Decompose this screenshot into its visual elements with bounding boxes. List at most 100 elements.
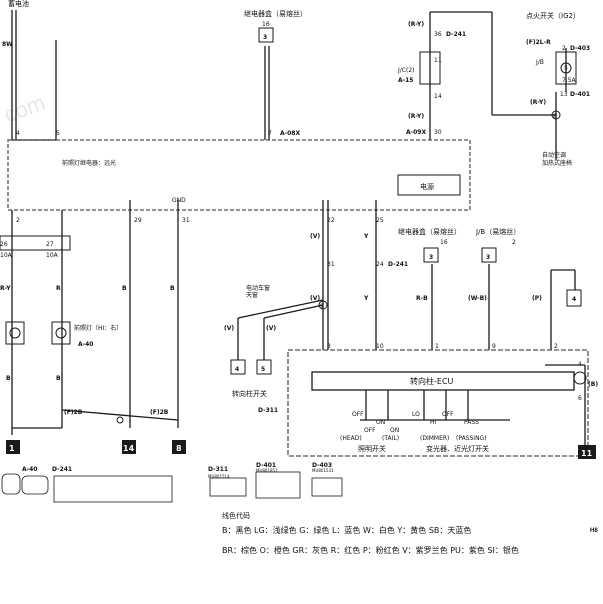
fusebox-top-num: 16 <box>262 21 270 28</box>
fuse-7-5a: 7.5A <box>562 77 577 84</box>
head-label: (HEAD) <box>340 435 362 442</box>
pin-10: 10 <box>376 343 384 350</box>
pin-36: 36 <box>434 31 442 38</box>
pin-4-small: 4 <box>235 366 239 373</box>
conn-2b-2: (F)2B <box>150 409 169 416</box>
jb-label: J/B <box>535 59 544 66</box>
fusebox-top-label: 继电器盒（易熔丝） <box>244 9 307 18</box>
wire-ry-ig: (R-Y) <box>530 99 546 106</box>
tail-label: (TAIL) <box>382 435 399 442</box>
gnd-label: GND <box>172 197 186 204</box>
amp-10a-1: 10A <box>0 252 13 259</box>
pin-1: 1 <box>435 343 439 350</box>
ground-11: 11 <box>581 449 593 458</box>
light-switch: 照明开关 <box>358 444 386 453</box>
conn-d311: D-311 <box>258 407 278 414</box>
elec-mirror: 电动车窗 <box>246 284 270 292</box>
passing-label: (PASSING) <box>456 435 487 442</box>
thumb-mu1: MU801514 <box>208 474 230 479</box>
wire-b1: B <box>6 375 11 382</box>
pin-4: 4 <box>16 130 20 137</box>
wire-8w: 8W <box>2 41 13 48</box>
thumb-d311: D-311 <box>208 466 228 473</box>
wire-y1: Y <box>363 233 369 240</box>
node-9: 9 <box>320 303 324 310</box>
wire-y2: Y <box>363 295 369 302</box>
sw-hi: HI <box>430 419 437 426</box>
wire-b3: B <box>122 285 127 292</box>
conn-4-right: 4 <box>572 296 576 303</box>
pin-2-left: 2 <box>16 217 20 224</box>
sw-off3: OFF <box>442 411 454 418</box>
pin-31b: 31 <box>327 261 335 268</box>
dimmer-switch: 变光器、近光灯开关 <box>426 444 489 453</box>
wire-v3: (V) <box>224 325 234 332</box>
sw-on2: ON <box>390 427 399 434</box>
headlamp-hi-right: 前照灯（HI：右） <box>74 324 122 332</box>
ground-14: 14 <box>123 444 135 453</box>
conn-d241-b: D-241 <box>388 261 408 268</box>
jb-mid-pin: 3 <box>486 254 490 261</box>
pin-26: 26 <box>0 241 8 248</box>
amp-10a-2: 10A <box>46 252 59 259</box>
texts: 蓄电池 8W 继电器盒（易熔丝） 16 3 7 A-08X 4 5 前照灯继电器… <box>0 0 598 479</box>
thumb-mu2: MU801857 <box>256 468 278 473</box>
ground-1: 1 <box>9 444 15 453</box>
ecu-label: 转向柱-ECU <box>410 376 454 386</box>
node-8: 8 <box>553 113 557 120</box>
pin-25: 25 <box>376 217 384 224</box>
conn-a09x: A-09X <box>406 129 426 136</box>
pin-2-ecu: 2 <box>554 343 558 350</box>
fusebox-top-pin: 3 <box>263 34 267 41</box>
legend-row-2: BR：棕色 O：橙色 GR：灰色 R：红色 P：粉红色 V：紫罗兰色 PU：紫色… <box>222 546 519 555</box>
fuse-num: 5 <box>564 65 568 72</box>
wire-v4: (V) <box>266 325 276 332</box>
sw-off2: OFF <box>364 427 376 434</box>
wire-v2: (V) <box>310 295 320 302</box>
sw-pass: PASS <box>464 419 479 426</box>
wires <box>7 10 589 457</box>
sw-lo: LO <box>412 411 420 418</box>
pin-4-ecu: 4 <box>578 361 582 368</box>
dimmer-label: (DIMMER) <box>420 435 449 442</box>
rear-fog: 天窗 <box>246 291 258 299</box>
pin-27: 27 <box>46 241 54 248</box>
auto-ac: 自动空调 <box>542 151 566 159</box>
wire-ry-left: R-Y <box>0 285 11 292</box>
wire-b2: B <box>56 375 61 382</box>
conn-a15: A-15 <box>398 77 413 84</box>
wire-v1: (V) <box>310 233 320 240</box>
power-label: 电源 <box>420 182 434 191</box>
ignition-label: 点火开关（IG2） <box>526 11 580 20</box>
steering-col: 转向柱开关 <box>232 389 267 398</box>
pin-29: 29 <box>134 217 142 224</box>
fusebox-mid-label: 继电器盒（易熔丝） <box>398 227 461 236</box>
pin-5: 5 <box>56 130 60 137</box>
thumb-a40: A-40 <box>22 466 37 473</box>
wire-rb: R-B <box>416 295 428 302</box>
wire-r-left: R <box>56 285 61 292</box>
thumb-d241: D-241 <box>52 466 72 473</box>
sw-off1: OFF <box>352 411 364 418</box>
fusebox-mid-pin: 3 <box>429 254 433 261</box>
rear-defog: 加热式座椅 <box>542 159 572 167</box>
conn-d401: D-401 <box>570 91 590 98</box>
pin-24: 24 <box>376 261 384 268</box>
pin-7: 7 <box>268 130 272 137</box>
thumb-d403: D-403 <box>312 462 332 469</box>
conn-d241-a: D-241 <box>446 31 466 38</box>
pin-9: 9 <box>492 343 496 350</box>
pin-14: 14 <box>434 93 442 100</box>
wire-b-right: (B) <box>588 381 598 388</box>
connector-thumbnails <box>1 471 343 503</box>
page-code: H8 <box>590 528 598 534</box>
ground-8: 8 <box>176 444 182 453</box>
wire-p: (P) <box>532 295 542 302</box>
wire-b4: B <box>170 285 175 292</box>
pin-22: 22 <box>327 217 335 224</box>
pin-30: 30 <box>434 129 442 136</box>
pin-31a: 31 <box>182 217 190 224</box>
jb-mid-num: 2 <box>512 239 516 246</box>
jb-mid-label: J/B（易熔丝） <box>475 227 520 236</box>
